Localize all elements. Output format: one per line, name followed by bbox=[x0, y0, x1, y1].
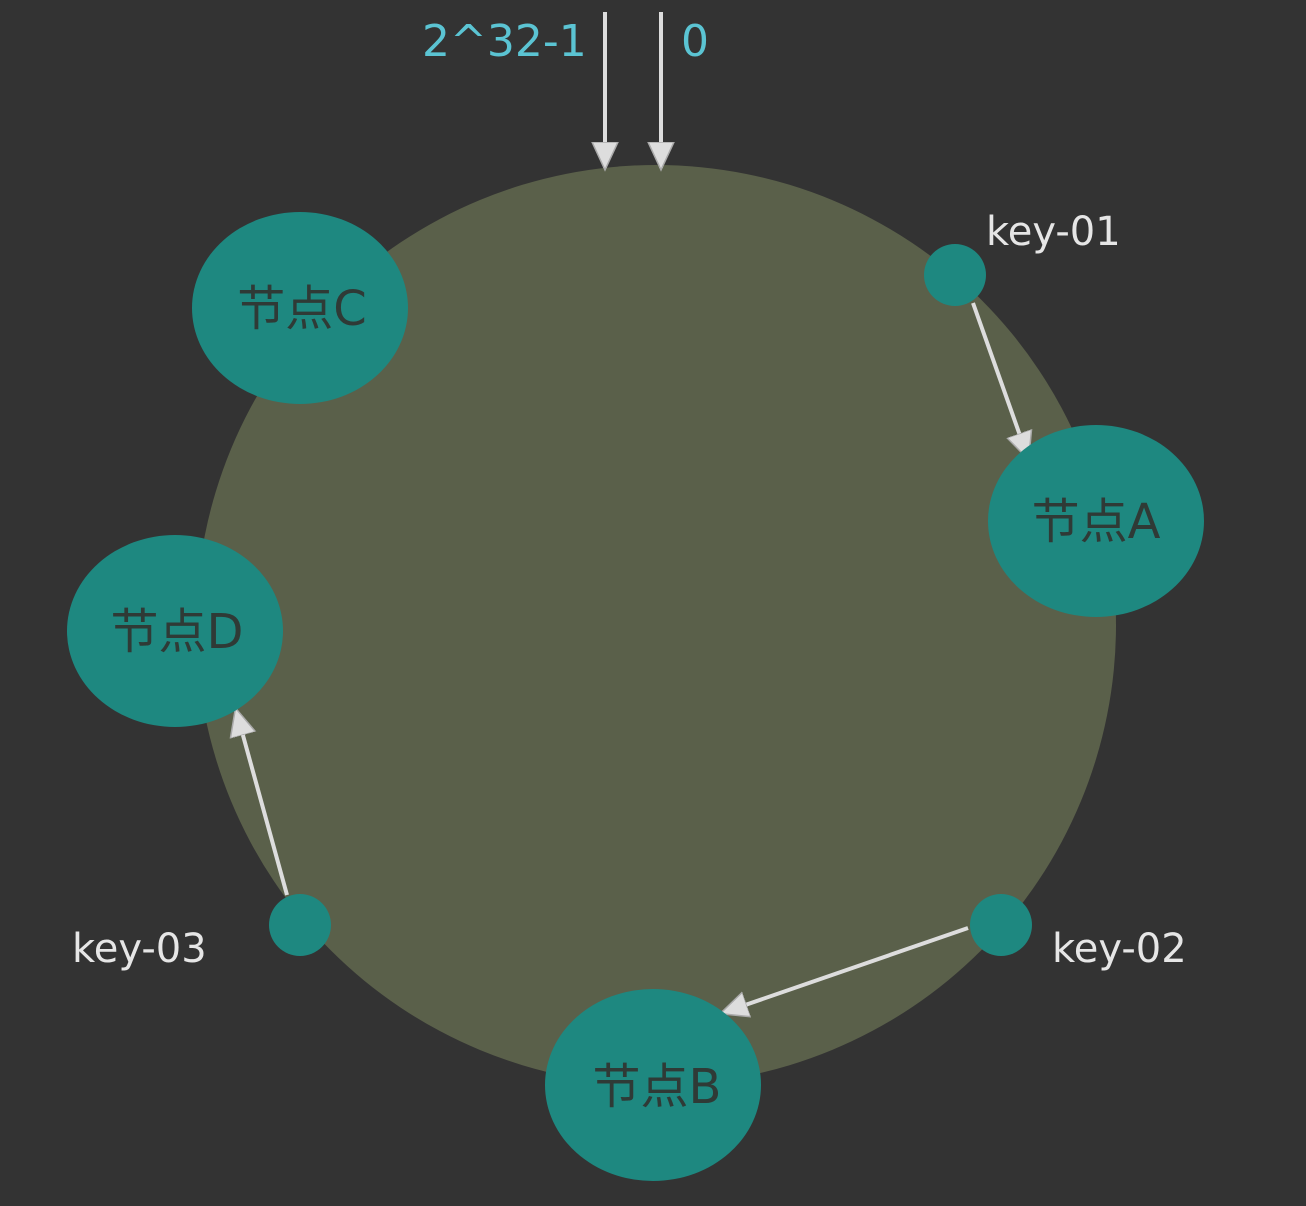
node-a bbox=[988, 425, 1204, 617]
key-02-label: key-02 bbox=[1052, 926, 1187, 972]
key-01-to-node-a-arrow bbox=[971, 302, 1028, 458]
key-03-to-node-d-arrow bbox=[236, 710, 289, 896]
zero-value-label: 0 bbox=[681, 16, 709, 67]
hash-ring bbox=[196, 165, 1116, 1085]
key-02-to-node-b-arrow bbox=[722, 926, 969, 1013]
node-c bbox=[192, 212, 408, 404]
node-b-label: 节点B bbox=[593, 1059, 722, 1115]
node-d-label: 节点D bbox=[111, 604, 244, 660]
node-c-label: 节点C bbox=[237, 281, 367, 337]
node-b bbox=[545, 989, 761, 1181]
key-03-point bbox=[269, 894, 331, 956]
key-01-label: key-01 bbox=[986, 209, 1121, 255]
key-03-label: key-03 bbox=[72, 926, 207, 972]
key-01-point bbox=[924, 244, 986, 306]
node-d bbox=[67, 535, 283, 727]
max-value-label: 2^32-1 bbox=[422, 16, 587, 67]
node-a-label: 节点A bbox=[1032, 494, 1161, 550]
key-02-point bbox=[970, 894, 1032, 956]
